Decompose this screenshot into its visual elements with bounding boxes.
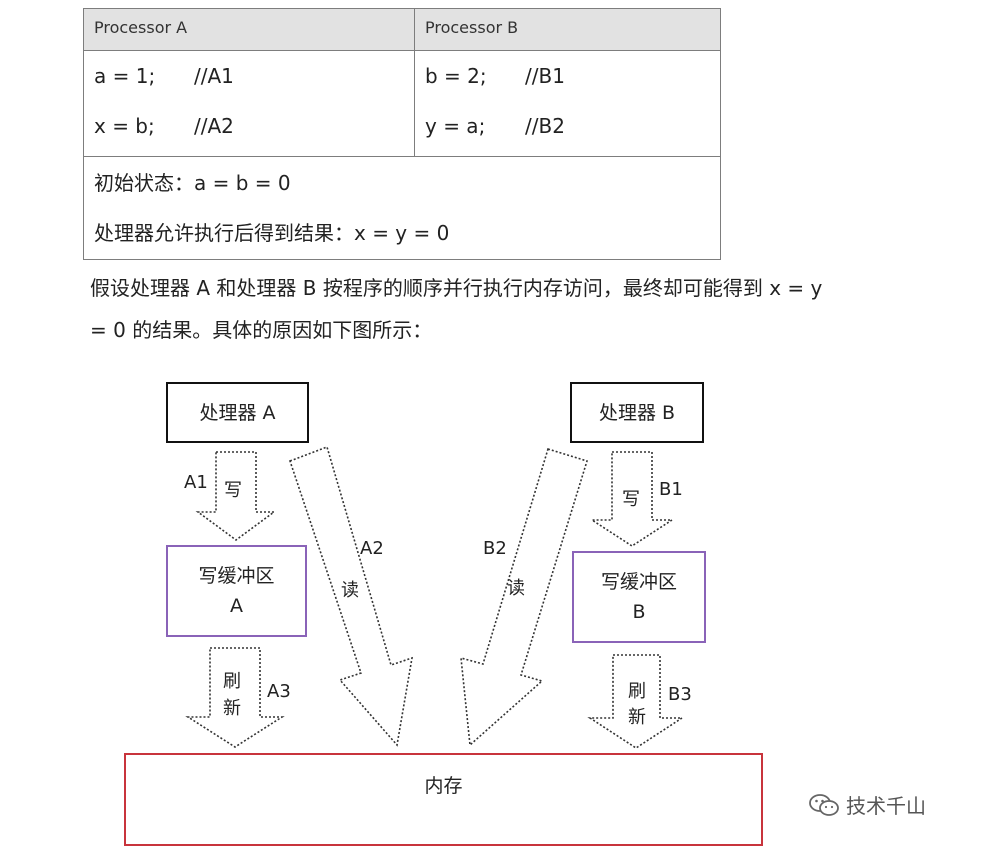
- label-b3-flush-2: 新: [628, 707, 646, 728]
- memory-box: 内存: [124, 753, 763, 846]
- label-b1: B1: [659, 479, 683, 500]
- initial-state-text: 初始状态：a = b = 0: [94, 171, 291, 195]
- processor-a-label: 处理器 A: [199, 401, 276, 424]
- label-b3: B3: [668, 684, 692, 705]
- processor-b-box: 处理器 B: [570, 382, 704, 443]
- label-a3: A3: [267, 681, 291, 702]
- write-buffer-b-label: 写缓冲区: [600, 571, 677, 593]
- code-a1: a = 1; //A1: [94, 64, 394, 88]
- write-buffer-b-id: B: [632, 601, 646, 623]
- write-buffer-a-label: 写缓冲区: [198, 565, 275, 587]
- header-processor-b: Processor B: [425, 18, 519, 37]
- code-a1-statement: a = 1;: [94, 64, 156, 88]
- code-b1-statement: b = 2;: [425, 64, 487, 88]
- label-a2-read: 读: [341, 580, 359, 601]
- label-b2: B2: [483, 538, 507, 559]
- label-a1: A1: [184, 472, 208, 493]
- label-b3-flush-1: 刷: [628, 681, 646, 702]
- paragraph-line-1: 假设处理器 A 和处理器 B 按程序的顺序并行执行内存访问，最终却可能得到 x …: [90, 276, 823, 300]
- table-header-row: [84, 9, 720, 51]
- label-a2: A2: [360, 538, 384, 559]
- code-a2: x = b; //A2: [94, 114, 394, 138]
- code-b1-comment: //B1: [525, 64, 565, 88]
- arrow-a2: [288, 445, 414, 747]
- memory-order-table: Processor A Processor B a = 1; //A1 x = …: [83, 8, 721, 260]
- arrow-a1: [195, 451, 277, 541]
- code-b2: y = a; //B2: [425, 114, 705, 138]
- result-text: 处理器允许执行后得到结果：x = y = 0: [94, 221, 450, 245]
- label-b1-write: 写: [622, 489, 640, 510]
- header-processor-a: Processor A: [94, 18, 188, 37]
- code-b2-statement: y = a;: [425, 114, 486, 138]
- write-buffer-a-id: A: [230, 595, 243, 617]
- code-b2-comment: //B2: [525, 114, 565, 138]
- code-a1-comment: //A1: [194, 64, 234, 88]
- label-a1-write: 写: [224, 480, 242, 501]
- wechat-icon: [809, 793, 839, 816]
- watermark-text: 技术千山: [846, 794, 926, 818]
- arrow-b2: [460, 447, 589, 747]
- paragraph-line-2: = 0 的结果。具体的原因如下图所示：: [90, 318, 433, 342]
- processor-b-label: 处理器 B: [598, 401, 676, 424]
- processor-a-box: 处理器 A: [166, 382, 309, 443]
- label-a3-flush-1: 刷: [223, 671, 241, 692]
- code-a2-comment: //A2: [194, 114, 234, 138]
- memory-label: 内存: [424, 775, 463, 797]
- label-b2-read: 读: [507, 578, 525, 599]
- arrow-a3: [185, 647, 285, 748]
- write-buffer-b-box: 写缓冲区 B: [572, 551, 706, 643]
- column-divider: [414, 9, 415, 156]
- row-divider: [84, 156, 720, 157]
- arrow-b1: [589, 451, 675, 547]
- code-a2-statement: x = b;: [94, 114, 155, 138]
- watermark: 技术千山: [808, 790, 926, 819]
- code-b1: b = 2; //B1: [425, 64, 705, 88]
- arrow-b3: [587, 654, 685, 749]
- write-buffer-a-box: 写缓冲区 A: [166, 545, 307, 637]
- label-a3-flush-2: 新: [223, 698, 241, 719]
